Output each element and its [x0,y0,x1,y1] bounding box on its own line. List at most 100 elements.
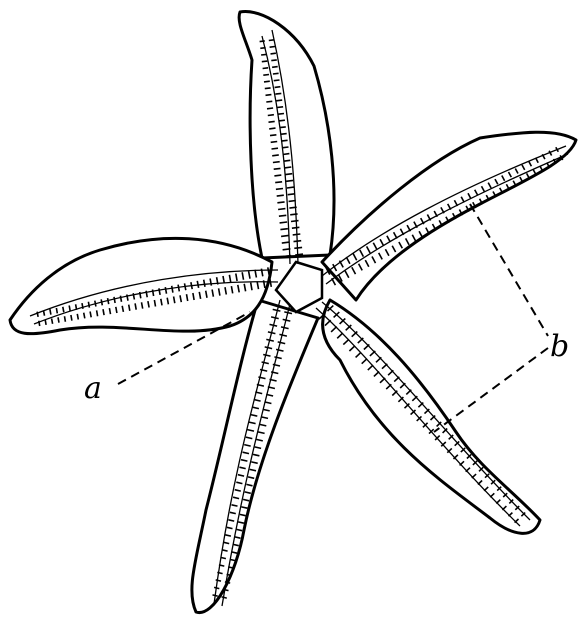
tube-foot-tick-top [263,75,269,76]
tube-foot-tick-top [280,134,286,135]
tube-foot-tick-top [282,147,289,148]
tube-foot-tick-left [153,290,154,297]
tube-foot-tick-top [269,40,274,41]
tube-foot-tick-left [95,301,96,307]
tube-foot-tick-top [263,68,269,69]
label-b: b [550,329,569,364]
tube-foot-tick-left [52,319,53,324]
tube-foot-tick-top [279,215,286,216]
tube-foot-tick-left [69,306,70,312]
tube-foot-tick-top [260,41,265,42]
tube-foot-tick-left [97,310,98,316]
tube-foot-tick-top [269,128,275,129]
tube-foot-tick-top [265,88,271,89]
tube-foot-tick-top [264,81,270,82]
tube-foot-tick-left [129,305,130,311]
tube-foot-tick-top [278,209,285,210]
tube-foot-tick-top [284,160,291,161]
central-disc [276,262,322,312]
tube-foot-tick-top [289,207,296,208]
tube-foot-tick-left [108,298,109,304]
tube-foot-tick-left [39,321,40,326]
tube-foot-tick-top [271,142,278,143]
tube-foot-tick-left [82,303,83,309]
tube-foot-tick-top [275,182,282,183]
tube-foot-tick-left [84,313,85,319]
tube-foot-tick-left [77,314,78,320]
tube-foot-tick-left [63,307,64,312]
tube-foot-tick-top [267,108,273,109]
tube-foot-tick-top [262,61,268,62]
tube-foot-tick-left [50,309,51,314]
tube-foot-tick-top [266,101,272,102]
tube-foot-tick-top [274,175,281,176]
tube-foot-tick-top [283,256,291,257]
tube-foot-tick-top [266,95,272,96]
tube-foot-tick-top [294,241,302,242]
tube-foot-tick-top [285,174,292,175]
tube-foot-tick-top [294,247,302,248]
tube-foot-tick-top [274,168,281,169]
tube-foot-tick-top [275,93,281,94]
tube-foot-tick-left [140,292,141,298]
tube-foot-tick-top [276,189,283,190]
tube-foot-tick-top [273,73,279,74]
tube-foot-tick-top [271,60,277,61]
tube-foot-tick-top [287,187,294,188]
tube-foot-tick-top [275,87,281,88]
tube-foot-tick-left [101,299,102,305]
tube-foot-tick-top [273,162,280,163]
tube-foot-tick-top [277,107,283,108]
tube-foot-tick-left [37,312,38,317]
tube-foot-tick-left [90,312,91,318]
tube-foot-tick-left [154,300,155,307]
tube-foot-tick-top [274,80,280,81]
tube-foot-tick-top [269,121,275,122]
tube-foot-tick-top [272,148,279,149]
tube-foot-tick-top [293,234,301,235]
leader-line-b-lower [434,348,548,432]
tube-foot-tick-left [270,279,271,287]
tube-foot-tick-top [281,235,289,236]
tube-foot-tick-left [120,296,121,302]
tube-foot-tick-top [277,195,284,196]
tube-foot-tick-top [286,180,293,181]
tube-foot-tick-top [272,155,279,156]
tube-foot-tick-top [290,214,297,215]
tube-foot-tick-left [146,291,147,297]
tube-foot-tick-top [279,120,285,121]
tube-foot-tick-top [270,135,276,136]
tube-foot-tick-left [109,308,110,314]
tube-foot-tick-left [58,317,59,322]
tube-foot-tick-top [278,114,284,115]
tube-foot-tick-left [135,303,136,309]
tube-foot-tick-left [65,316,66,322]
tube-foot-tick-top [281,140,287,141]
tube-foot-tick-top [292,227,300,228]
tube-foot-tick-left [45,320,46,325]
tube-foot-tick-left [103,309,104,315]
tube-foot-tick-top [261,54,266,55]
tube-foot-tick-top [276,100,282,101]
tube-foot-tick-left [71,315,72,321]
tube-foot-tick-top [291,221,299,222]
tube-foot-tick-top [272,67,278,68]
tube-foot-tick-top [289,201,296,202]
tube-foot-tick-left [88,302,89,308]
tube-foot-tick-top [271,53,276,54]
tube-foot-tick-left [56,308,57,313]
tube-foot-tick-top [283,249,291,250]
arm-top [239,12,334,258]
tube-foot-tick-top [280,222,288,223]
tube-foot-tick-top [295,254,303,255]
tube-foot-tick-top [288,194,295,195]
tube-foot-tick-upper-right [332,278,336,285]
tube-foot-tick-top [282,242,290,243]
tube-foot-tick-top [283,154,290,155]
tube-foot-tick-top [280,229,288,230]
arm-bottom [192,300,318,613]
arm-left [10,238,272,333]
tube-foot-tick-left [44,311,45,316]
tube-foot-tick-top [277,202,284,203]
tube-foot-tick-top [280,127,286,128]
